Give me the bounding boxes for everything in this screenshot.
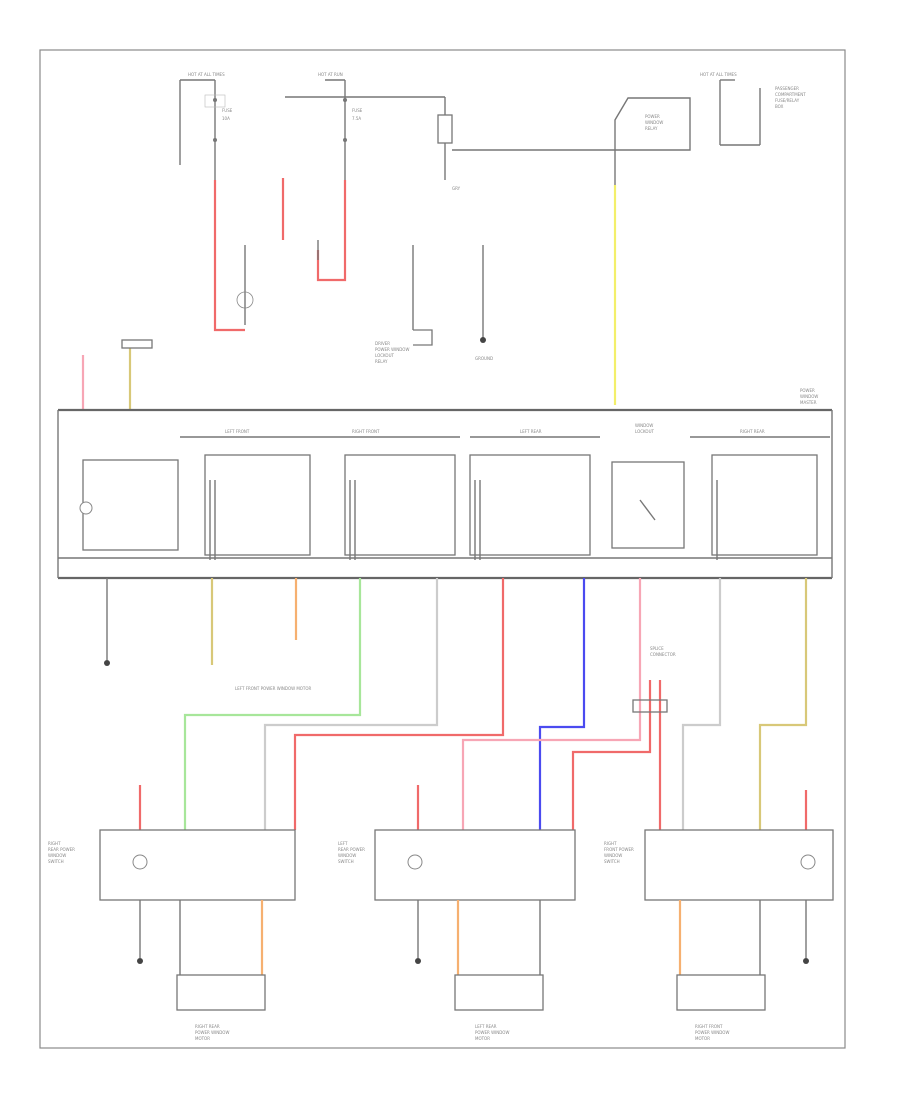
svg-text:MOTOR: MOTOR (475, 1036, 490, 1041)
svg-text:GROUND: GROUND (475, 356, 493, 361)
svg-text:WINDOW: WINDOW (338, 853, 356, 858)
lamp-icon (79, 501, 93, 515)
wire-pink-rf (461, 578, 642, 830)
switch-group-lr (469, 454, 591, 560)
section-headers: LEFT FRONT RIGHT FRONT LEFT REAR RIGHT R… (180, 423, 830, 438)
svg-text:DRIVER: DRIVER (375, 341, 390, 346)
svg-text:REAR POWER: REAR POWER (48, 847, 75, 852)
wire-pink-rr (571, 680, 652, 830)
svg-text:LEFT REAR: LEFT REAR (520, 429, 542, 434)
motor-center: LEFT REAR POWER WINDOW MOTOR (454, 974, 544, 1041)
svg-text:MASTER: MASTER (800, 400, 817, 405)
svg-text:FUSE: FUSE (222, 108, 233, 113)
splice-connectors-top: DRIVER POWER WINDOW LOCKOUT RELAY GROUND (236, 240, 493, 364)
svg-text:FUSE: FUSE (352, 108, 363, 113)
switch-group-rf (344, 454, 456, 560)
svg-text:RIGHT REAR: RIGHT REAR (740, 429, 765, 434)
relay-coil: GRY (437, 97, 615, 191)
ground-icon (104, 660, 110, 666)
motor-left: RIGHT REAR POWER WINDOW MOTOR (176, 974, 266, 1041)
wire-tan-c (758, 578, 808, 830)
wire-red-left (213, 180, 245, 332)
svg-text:LEFT REAR: LEFT REAR (475, 1024, 497, 1029)
ground-icon (415, 958, 421, 964)
svg-text:FUSE/RELAY: FUSE/RELAY (775, 98, 800, 103)
wire-red-center (316, 180, 347, 282)
page-frame (39, 49, 846, 1049)
svg-text:POWER: POWER (645, 114, 660, 119)
svg-text:HOT AT ALL TIMES: HOT AT ALL TIMES (188, 72, 225, 77)
svg-text:7.5A: 7.5A (352, 116, 361, 121)
svg-text:MOTOR: MOTOR (195, 1036, 210, 1041)
svg-text:GRY: GRY (452, 186, 461, 191)
power-window-relay: POWER WINDOW RELAY (614, 97, 691, 185)
svg-text:POWER WINDOW: POWER WINDOW (475, 1030, 509, 1035)
svg-text:RIGHT FRONT: RIGHT FRONT (695, 1024, 723, 1029)
lockout-switch (611, 461, 685, 549)
svg-text:WINDOW: WINDOW (635, 423, 653, 428)
switch-left-rear: RIGHT REAR POWER WINDOW SWITCH (48, 829, 296, 901)
svg-text:CONNECTOR: CONNECTOR (650, 652, 676, 657)
svg-text:WINDOW: WINDOW (48, 853, 66, 858)
svg-text:RIGHT: RIGHT (48, 841, 61, 846)
splice-connector-bottom: SPLICE CONNECTOR (632, 646, 676, 713)
fuse-block-right: HOT AT ALL TIMES PASSENGER COMPARTMENT F… (700, 72, 806, 146)
svg-text:RIGHT REAR: RIGHT REAR (195, 1024, 220, 1029)
svg-text:LOCKOUT: LOCKOUT (375, 353, 395, 358)
svg-text:SWITCH: SWITCH (604, 859, 620, 864)
svg-text:WINDOW: WINDOW (800, 394, 818, 399)
svg-text:FRONT POWER: FRONT POWER (604, 847, 634, 852)
svg-text:WINDOW: WINDOW (645, 120, 663, 125)
wire-gray-b (681, 578, 722, 830)
motor-right: RIGHT FRONT POWER WINDOW MOTOR (676, 974, 766, 1041)
switch-group-rr (711, 454, 818, 560)
svg-text:SWITCH: SWITCH (48, 859, 64, 864)
svg-text:BOX: BOX (775, 104, 784, 109)
svg-text:POWER WINDOW: POWER WINDOW (695, 1030, 729, 1035)
svg-text:10A: 10A (222, 116, 230, 121)
svg-text:RIGHT: RIGHT (604, 841, 617, 846)
svg-text:SWITCH: SWITCH (338, 859, 354, 864)
switch-right-front: LEFT REAR POWER WINDOW SWITCH (338, 829, 576, 901)
wire-green (183, 578, 362, 830)
wire-red-lf (293, 578, 505, 830)
svg-text:RELAY: RELAY (375, 359, 388, 364)
svg-text:HOT AT RUN: HOT AT RUN (318, 72, 343, 77)
fuse-block-center: HOT AT RUN FUSE 7.5A (285, 72, 445, 180)
switch-group-lf (204, 454, 311, 560)
master-left-box (82, 459, 179, 551)
svg-text:REAR POWER: REAR POWER (338, 847, 365, 852)
svg-text:LEFT FRONT POWER WINDOW MOTOR: LEFT FRONT POWER WINDOW MOTOR (235, 686, 312, 691)
svg-text:HOT AT ALL TIMES: HOT AT ALL TIMES (700, 72, 737, 77)
svg-text:LEFT FRONT: LEFT FRONT (225, 429, 250, 434)
switch-right-rear: RIGHT FRONT POWER WINDOW SWITCH (604, 829, 834, 901)
svg-text:SPLICE: SPLICE (650, 646, 664, 651)
svg-text:POWER WINDOW: POWER WINDOW (195, 1030, 229, 1035)
fuse-block-left: HOT AT ALL TIMES FUSE 10A (179, 72, 233, 180)
ground-icon (137, 958, 143, 964)
svg-text:PASSENGER: PASSENGER (775, 86, 799, 91)
svg-text:COMPARTMENT: COMPARTMENT (775, 92, 806, 97)
svg-text:LEFT: LEFT (338, 841, 348, 846)
svg-text:RIGHT FRONT: RIGHT FRONT (352, 429, 380, 434)
ground-icon (803, 958, 809, 964)
svg-text:MOTOR: MOTOR (695, 1036, 710, 1041)
wire-gray-a (263, 578, 439, 830)
svg-text:POWER WINDOW: POWER WINDOW (375, 347, 409, 352)
svg-text:LOCKOUT: LOCKOUT (635, 429, 655, 434)
ground-icon (480, 337, 486, 343)
svg-text:RELAY: RELAY (645, 126, 658, 131)
svg-text:POWER: POWER (800, 388, 815, 393)
wire-blue (538, 578, 586, 830)
svg-text:WINDOW: WINDOW (604, 853, 622, 858)
